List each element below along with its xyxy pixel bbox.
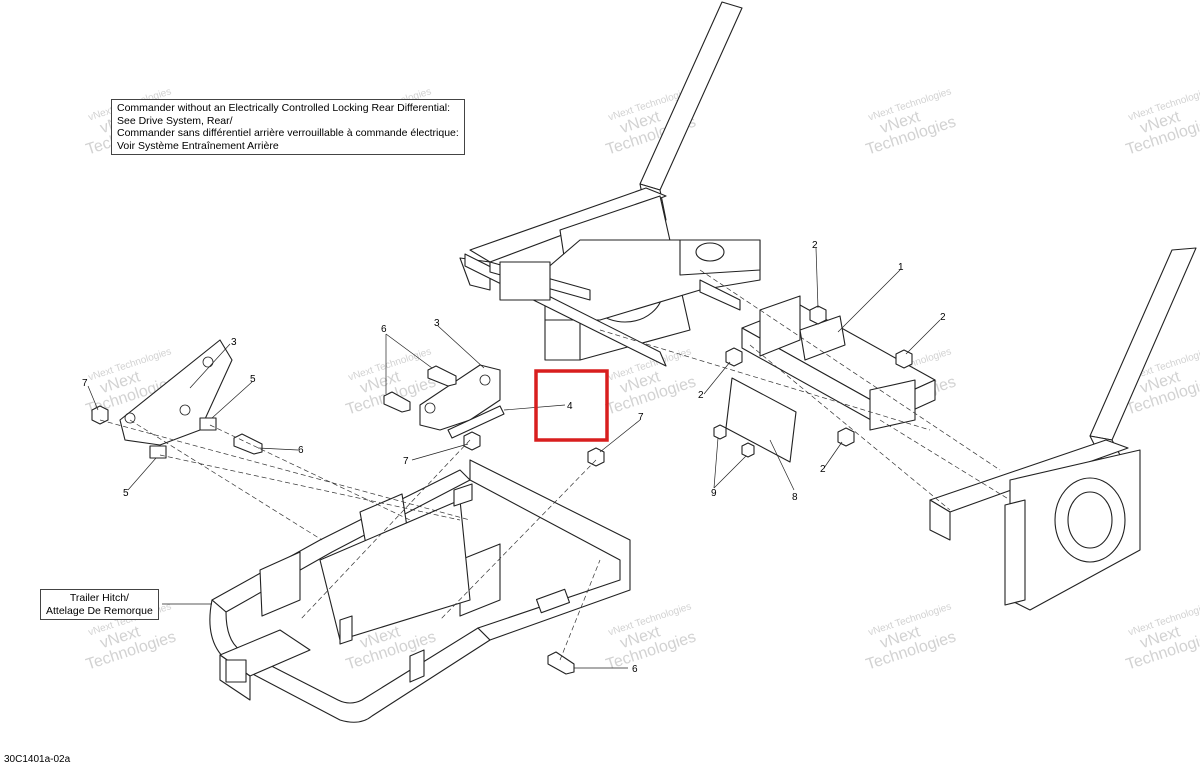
callout-7: 7 xyxy=(638,412,644,423)
callout-6: 6 xyxy=(298,445,304,456)
part-4-strap xyxy=(447,405,505,439)
callout-labels: 1 2 2 2 2 2 3 3 4 5 5 6 6 6 7 7 7 8 9 xyxy=(82,240,946,675)
callout-5: 5 xyxy=(250,374,256,385)
callout-1: 1 xyxy=(898,262,904,273)
callout-6: 6 xyxy=(381,324,387,335)
note-rear-differential: Commander without an Electrically Contro… xyxy=(111,99,465,155)
callout-2: 2 xyxy=(940,312,946,323)
assembly-lines xyxy=(99,269,1011,661)
note-line: Trailer Hitch/ xyxy=(69,592,129,604)
callout-4: 4 xyxy=(567,401,573,412)
note-line: See Drive System, Rear/ xyxy=(117,114,233,127)
note-trailer-hitch: Trailer Hitch/ Attelage De Remorque xyxy=(40,589,159,620)
callout-8: 8 xyxy=(792,492,798,503)
callout-7: 7 xyxy=(403,456,409,467)
trailer-hitch-assembly xyxy=(209,459,631,723)
note-line: Attelage De Remorque xyxy=(46,604,153,617)
callout-9: 9 xyxy=(711,488,717,499)
callout-7: 7 xyxy=(82,378,88,389)
note-line: Commander without an Electrically Contro… xyxy=(117,102,451,114)
part-8-plate xyxy=(725,377,797,463)
callout-2: 2 xyxy=(820,464,826,475)
part-6-bolts xyxy=(233,365,575,675)
part-3-bracket-center xyxy=(419,364,501,431)
nuts xyxy=(91,305,913,467)
highlight-box-item-4 xyxy=(534,369,609,442)
reference-code: 30C1401a-02a xyxy=(4,754,71,765)
callout-2: 2 xyxy=(812,240,818,251)
leader-lines xyxy=(87,247,941,669)
note-line: Commander sans différentiel arrière verr… xyxy=(117,127,459,139)
callout-3: 3 xyxy=(434,318,440,329)
callout-6: 6 xyxy=(632,664,638,675)
frame-upper-left xyxy=(459,1,761,367)
callout-2: 2 xyxy=(698,390,704,401)
frame-right xyxy=(929,247,1197,611)
note-line: Voir Système Entraînement Arrière xyxy=(117,139,279,152)
callout-5: 5 xyxy=(123,488,129,499)
callout-3: 3 xyxy=(231,337,237,348)
part-5-spacers xyxy=(149,417,217,459)
